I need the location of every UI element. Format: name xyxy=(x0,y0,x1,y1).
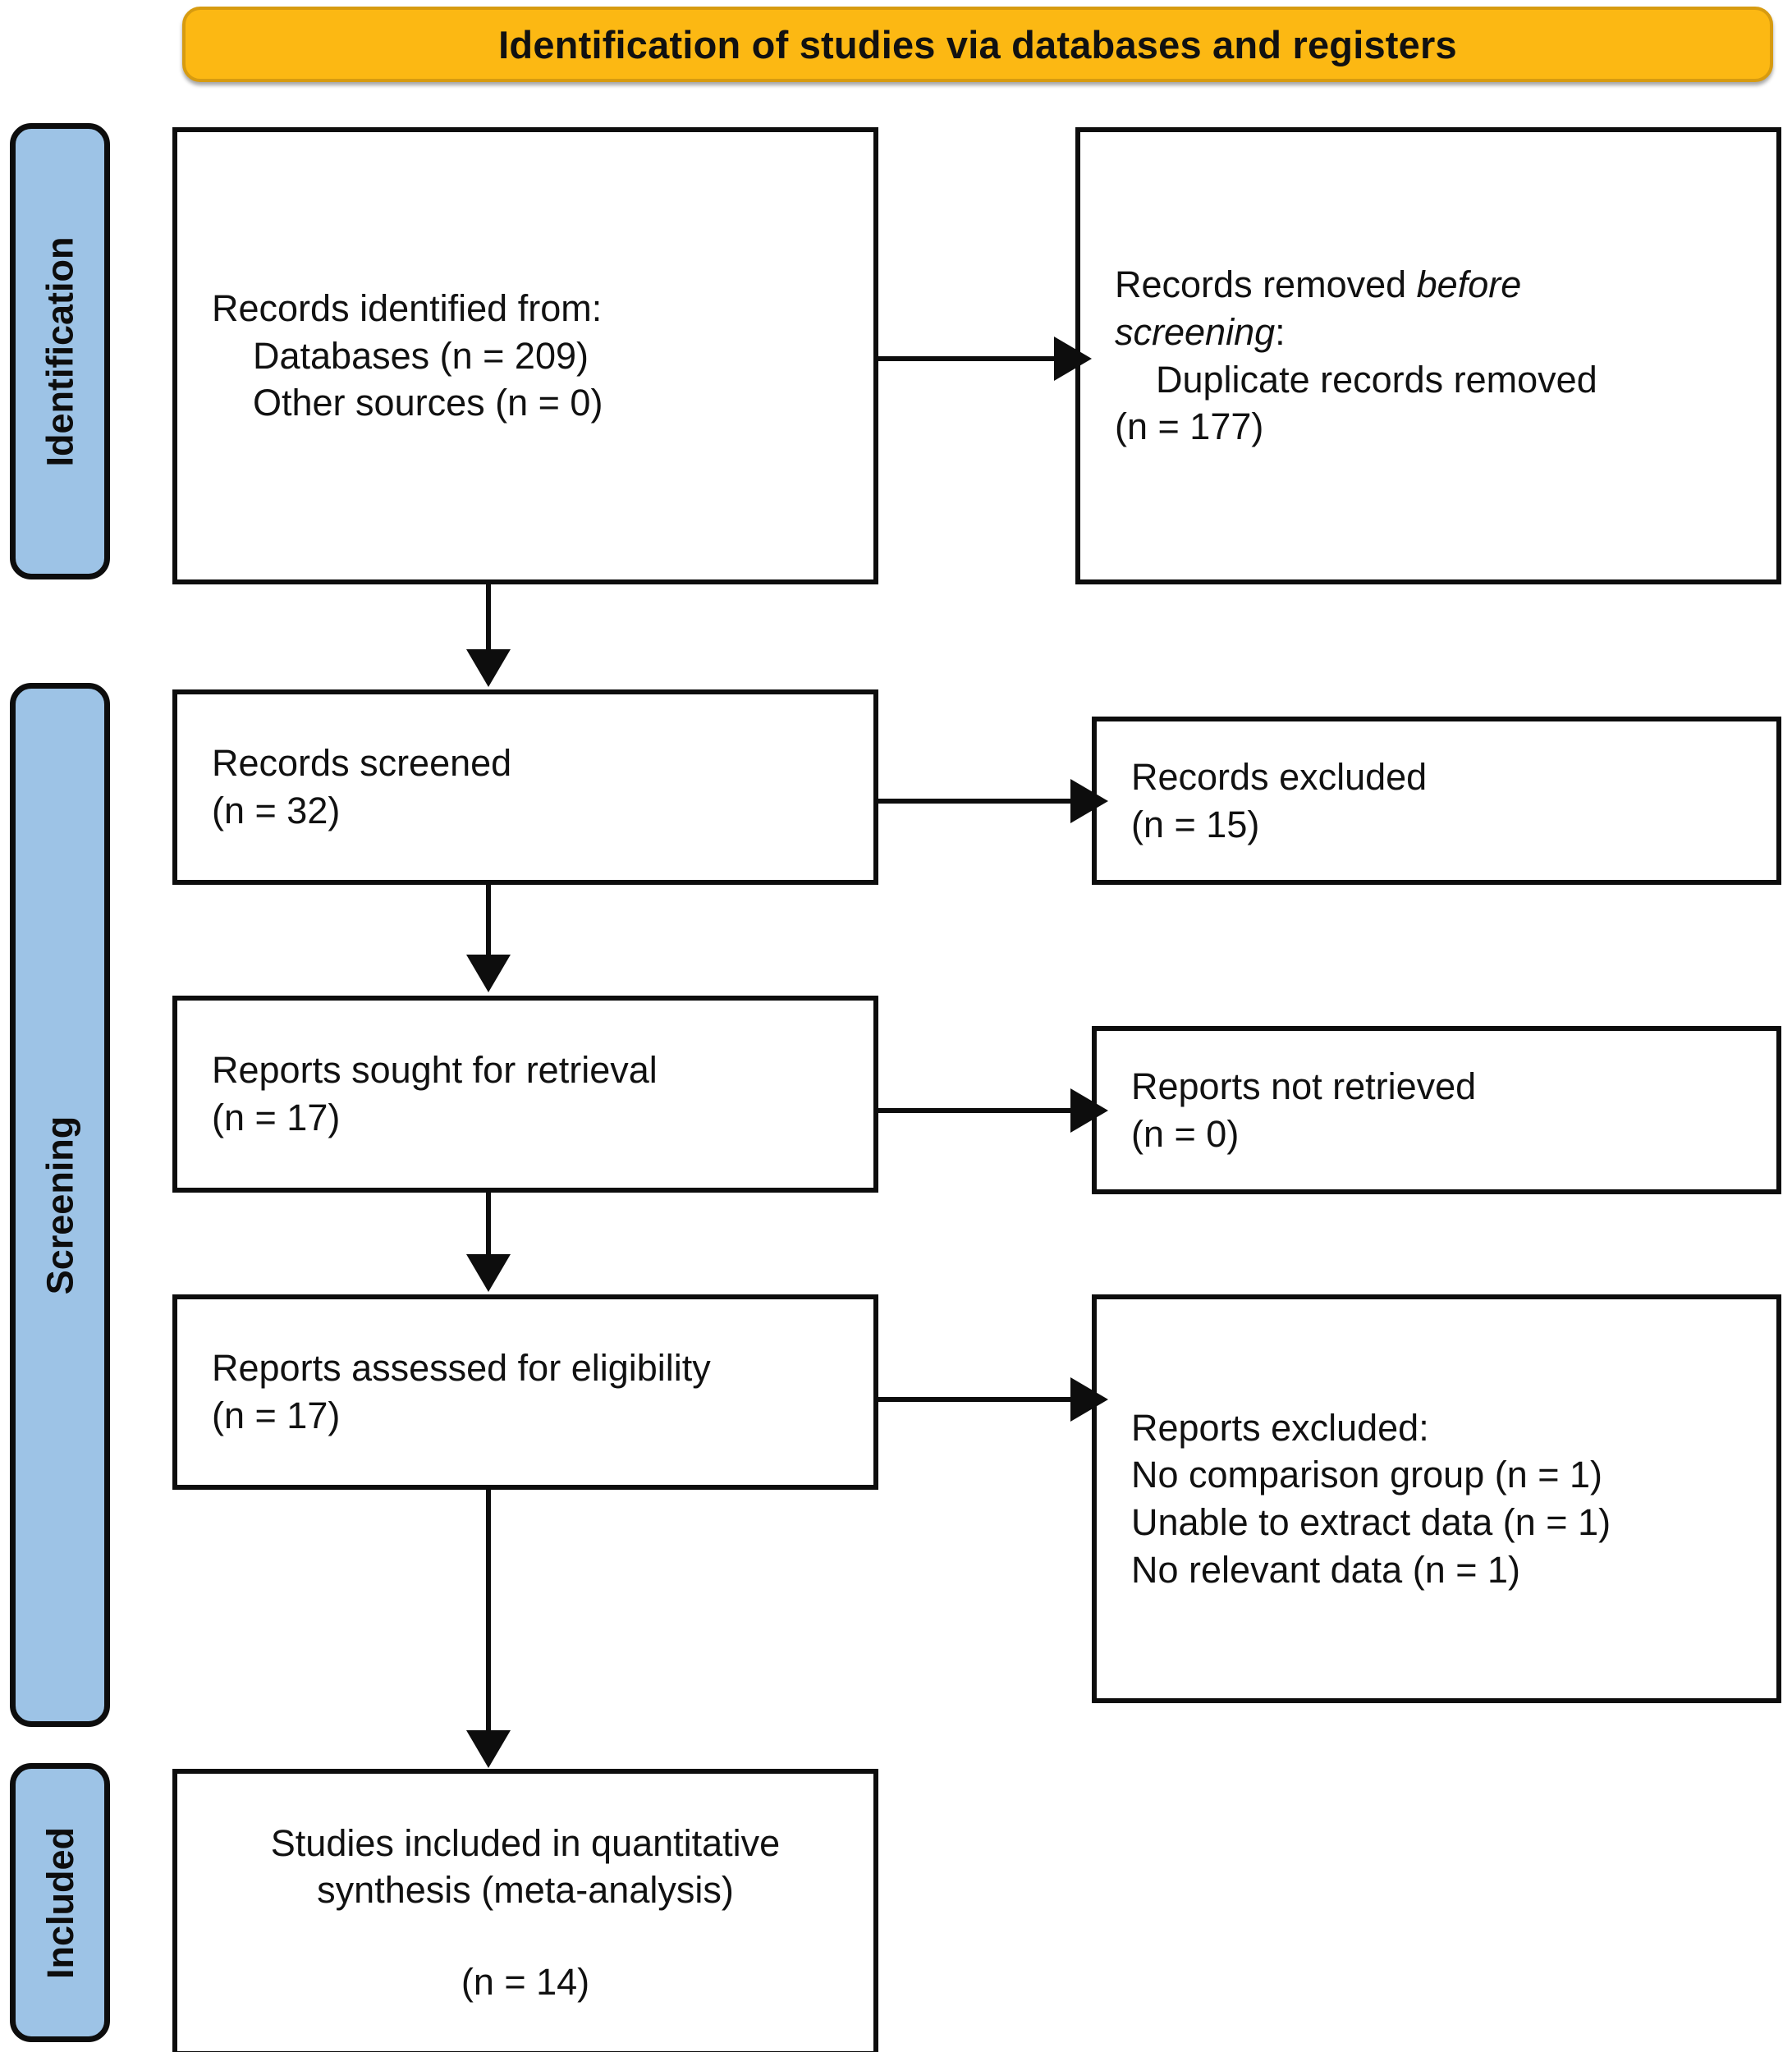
box-records-identified: Records identified from: Databases (n = … xyxy=(172,127,878,584)
diagram-header-banner: Identification of studies via databases … xyxy=(182,7,1773,82)
records-identified-line-1: Records identified from: xyxy=(212,287,603,330)
stage-label-screening: Screening xyxy=(39,1115,81,1294)
connector-identified-to-removed-line xyxy=(878,356,1057,361)
records-screened-line-1: Records screened xyxy=(212,742,512,785)
reports-excluded-line-1: Reports excluded: xyxy=(1131,1406,1429,1449)
stage-band-identification: Identification xyxy=(10,123,110,579)
connector-assessed-to-reports-excluded-arrowhead xyxy=(1070,1377,1108,1422)
records-removed-line-4: (n = 177) xyxy=(1115,405,1264,448)
connector-identified-to-screened-arrowhead xyxy=(466,649,511,687)
studies-included-line-1: Studies included in quantitative xyxy=(270,1821,781,1864)
records-removed-line-1-plain: Records removed xyxy=(1115,263,1417,306)
connector-sought-to-assessed-line xyxy=(486,1193,491,1257)
records-removed-line-2-italic: screening xyxy=(1115,310,1276,353)
stage-label-identification: Identification xyxy=(39,236,81,466)
reports-not-retrieved-line-1: Reports not retrieved xyxy=(1131,1065,1477,1107)
reports-assessed-line-2: (n = 17) xyxy=(212,1395,341,1436)
connector-screened-to-excluded-arrowhead xyxy=(1070,779,1108,823)
records-identified-line-3: Other sources (n = 0) xyxy=(253,382,603,424)
box-studies-included: Studies included in quantitative synthes… xyxy=(172,1769,878,2052)
reports-assessed-line-1: Reports assessed for eligibility xyxy=(212,1347,711,1390)
records-removed-line-1: Records removed before xyxy=(1080,261,1776,309)
reports-excluded-line-2: No comparison group (n = 1) xyxy=(1131,1454,1603,1496)
records-removed-line-2: screening: xyxy=(1080,309,1776,356)
reports-not-retrieved-line-2: (n = 0) xyxy=(1131,1112,1240,1155)
records-excluded-line-1: Records excluded xyxy=(1131,755,1428,798)
connector-screened-to-sought-line xyxy=(486,885,491,957)
connector-assessed-to-included-arrowhead xyxy=(466,1730,511,1768)
records-removed-line-1-italic: before xyxy=(1416,263,1522,306)
records-removed-line-2-colon: : xyxy=(1275,310,1286,353)
connector-screened-to-sought-arrowhead xyxy=(466,955,511,992)
studies-included-line-3: (n = 14) xyxy=(461,1960,590,2003)
stage-label-included: Included xyxy=(39,1826,81,1979)
box-reports-excluded-detail: Reports excluded: No comparison group (n… xyxy=(1092,1294,1781,1703)
reports-excluded-line-4: No relevant data (n = 1) xyxy=(1131,1548,1521,1591)
studies-included-line-2: synthesis (meta-analysis) xyxy=(317,1869,734,1912)
stage-band-screening: Screening xyxy=(10,683,110,1727)
connector-assessed-to-included-line xyxy=(486,1490,491,1733)
connector-screened-to-excluded-line xyxy=(878,799,1074,804)
connector-sought-to-not-retrieved-arrowhead xyxy=(1070,1088,1108,1133)
reports-sought-line-1: Reports sought for retrieval xyxy=(212,1049,658,1092)
stage-band-included: Included xyxy=(10,1763,110,2042)
connector-sought-to-not-retrieved-line xyxy=(878,1108,1074,1113)
box-reports-not-retrieved: Reports not retrieved (n = 0) xyxy=(1092,1026,1781,1194)
box-reports-assessed-for-eligibility: Reports assessed for eligibility (n = 17… xyxy=(172,1294,878,1490)
connector-sought-to-assessed-arrowhead xyxy=(466,1254,511,1292)
records-identified-line-2: Databases (n = 209) xyxy=(253,334,589,377)
reports-sought-line-2: (n = 17) xyxy=(212,1097,341,1138)
records-removed-line-3: Duplicate records removed xyxy=(1156,358,1597,401)
box-records-screened: Records screened (n = 32) xyxy=(172,689,878,885)
connector-identified-to-removed-arrowhead xyxy=(1054,337,1092,381)
box-records-removed-before-screening: Records removed before screening: Duplic… xyxy=(1075,127,1781,584)
studies-included-spacer xyxy=(177,1914,873,1958)
connector-identified-to-screened-line xyxy=(486,584,491,652)
box-reports-sought-for-retrieval: Reports sought for retrieval (n = 17) xyxy=(172,996,878,1193)
box-records-excluded: Records excluded (n = 15) xyxy=(1092,717,1781,885)
records-screened-line-2: (n = 32) xyxy=(212,790,341,831)
reports-excluded-line-3: Unable to extract data (n = 1) xyxy=(1131,1501,1611,1543)
page-title: Identification of studies via databases … xyxy=(498,22,1457,66)
records-excluded-line-2: (n = 15) xyxy=(1131,803,1260,845)
connector-assessed-to-reports-excluded-line xyxy=(878,1397,1074,1402)
